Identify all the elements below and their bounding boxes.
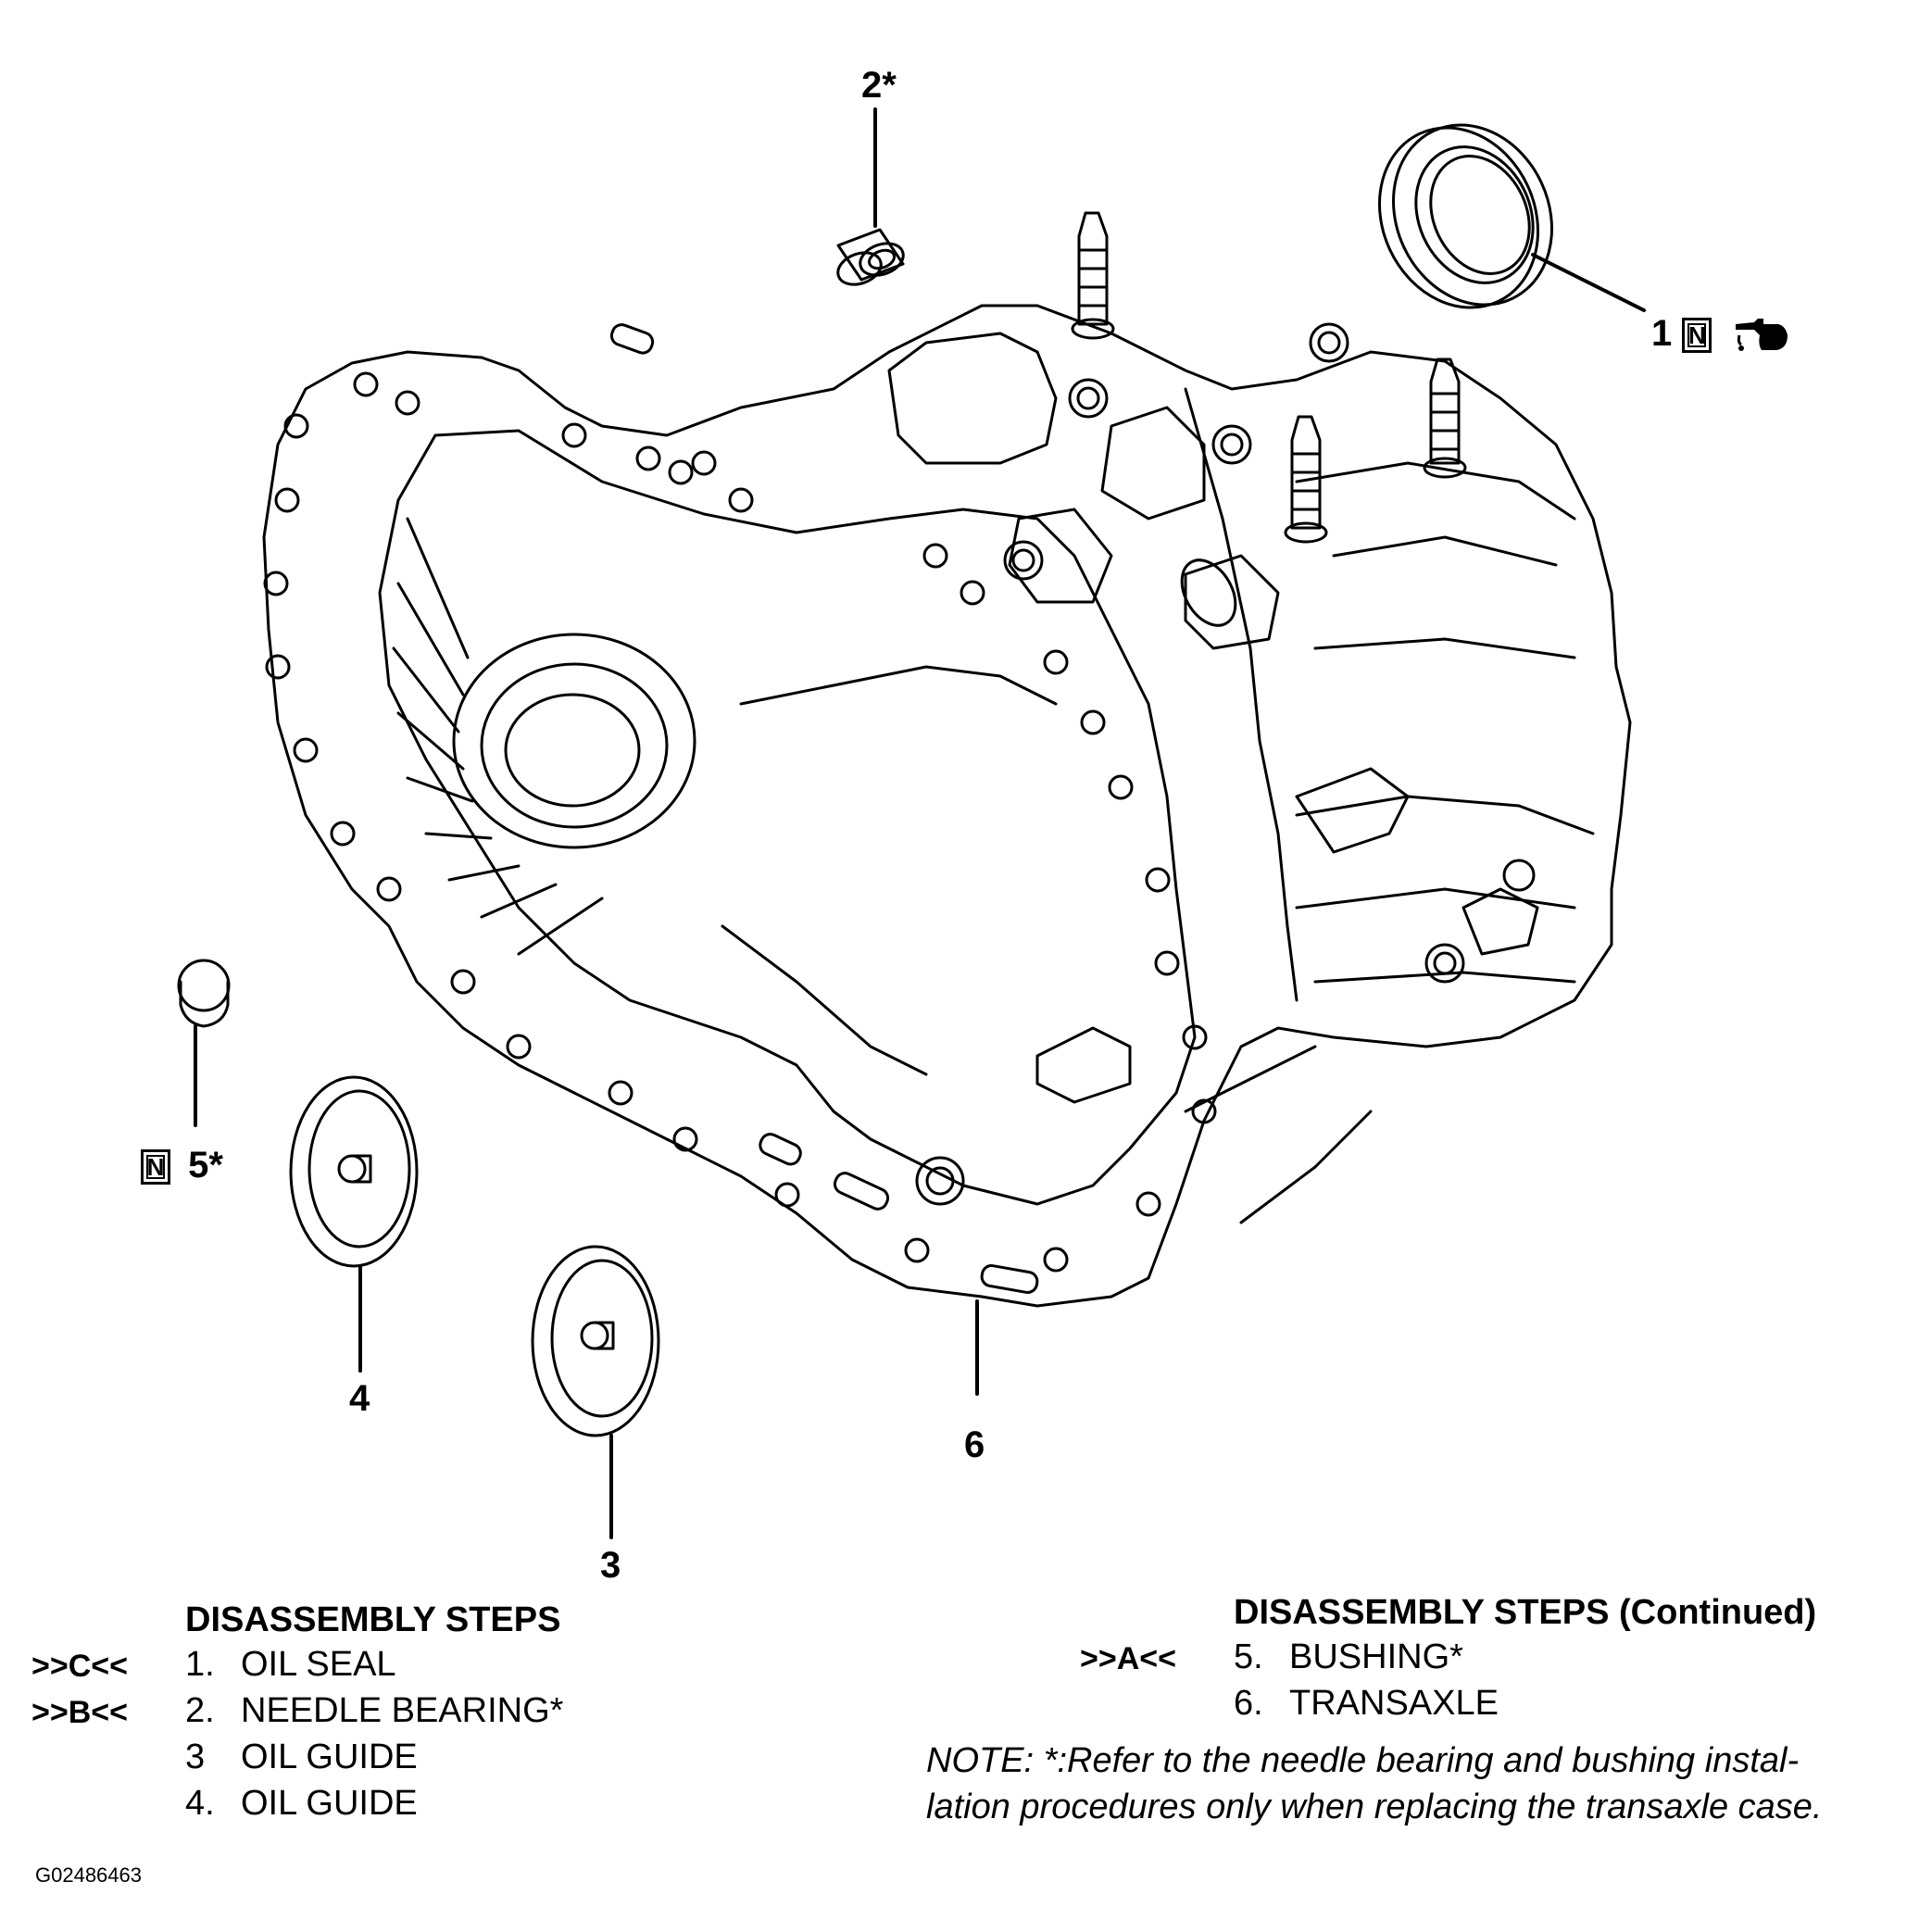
list-item: 4. OIL GUIDE (185, 1784, 418, 1826)
step-number: 3 (185, 1738, 206, 1776)
steps-left-heading: DISASSEMBLY STEPS (185, 1600, 561, 1639)
needle-bearing (836, 228, 905, 286)
leader-lines (194, 107, 1646, 1539)
callout-5: N 5* (141, 1145, 223, 1186)
list-item: 5. BUSHING* (1234, 1637, 1463, 1680)
step-mark: >>C<< (31, 1649, 128, 1684)
step-number: 1. (185, 1645, 215, 1684)
step-label: BUSHING* (1289, 1637, 1463, 1676)
callout-2-text: 2* (861, 65, 897, 106)
stud-bolts (1071, 211, 1467, 544)
steps-right-heading: DISASSEMBLY STEPS (Continued) (1234, 1593, 1817, 1632)
list-item: 1. OIL SEAL (185, 1645, 396, 1687)
exploded-view-diagram (177, 107, 1646, 1539)
step-label: OIL SEAL (241, 1645, 396, 1684)
bushing (177, 959, 231, 1028)
note-text: NOTE: *:Refer to the needle bearing and … (926, 1738, 1822, 1830)
callout-3: 3 (600, 1547, 621, 1584)
callout-2: 2* (861, 67, 897, 104)
step-label: TRANSAXLE (1289, 1684, 1499, 1723)
callout-5-text: 5* (188, 1145, 223, 1186)
note-line-1: NOTE: *:Refer to the needle bearing and … (926, 1741, 1800, 1780)
callout-1: 1 N (1651, 315, 1795, 354)
step-mark: >>A<< (1080, 1641, 1176, 1676)
note-line-2: lation procedures only when replacing th… (926, 1788, 1823, 1826)
step-mark: >>B<< (31, 1695, 128, 1730)
new-part-mark-icon: N (141, 1149, 170, 1186)
oil-guide-4 (289, 1075, 419, 1268)
oil-can-icon (1735, 319, 1788, 352)
figure-code: G02486463 (35, 1863, 142, 1887)
step-label: OIL GUIDE (241, 1784, 418, 1823)
oil-guide-3 (531, 1245, 660, 1437)
step-number: 4. (185, 1784, 215, 1823)
transaxle-case (262, 211, 1632, 1308)
oil-seal (1378, 123, 1553, 309)
new-part-mark-icon: N (1682, 318, 1712, 354)
list-item: 2. NEEDLE BEARING* (185, 1691, 563, 1734)
step-label: NEEDLE BEARING* (241, 1691, 564, 1730)
callout-4: 4 (349, 1380, 370, 1417)
step-number: 6. (1234, 1684, 1263, 1723)
step-number: 5. (1234, 1637, 1263, 1676)
step-label: OIL GUIDE (241, 1738, 418, 1776)
callout-3-text: 3 (600, 1545, 621, 1586)
callout-1-text: 1 (1651, 313, 1673, 354)
callout-4-text: 4 (349, 1378, 370, 1419)
callout-6: 6 (964, 1426, 985, 1463)
callout-6-text: 6 (964, 1424, 985, 1465)
step-number: 2. (185, 1691, 215, 1730)
list-item: 6. TRANSAXLE (1234, 1684, 1499, 1726)
list-item: 3 OIL GUIDE (185, 1738, 418, 1780)
